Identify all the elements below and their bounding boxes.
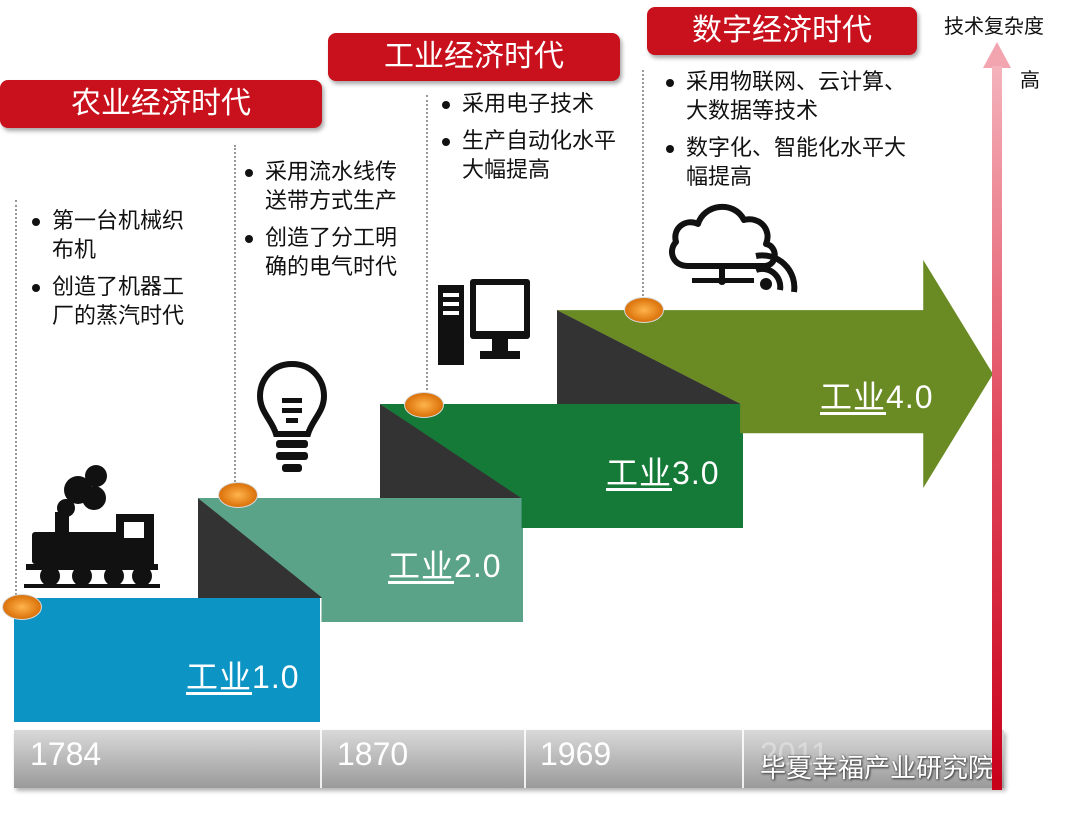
stage-3-bullet-2: 生产自动化水平大幅提高 bbox=[440, 127, 630, 185]
guide-line-3 bbox=[426, 95, 428, 390]
stage-4-label: 工业4.0 bbox=[820, 379, 934, 415]
stage-4-bullets: 采用物联网、云计算、大数据等技术 数字化、智能化水平大幅提高 bbox=[664, 68, 926, 200]
stage-2-bullet-1: 采用流水线传送带方式生产 bbox=[243, 158, 403, 216]
guide-line-2 bbox=[234, 145, 236, 485]
timeline-year-3: 1969 bbox=[540, 736, 612, 772]
stage-3-dot bbox=[404, 392, 444, 418]
stage-1-bullet-1: 第一台机械织布机 bbox=[30, 207, 200, 265]
stage-2-bullet-2: 创造了分工明确的电气时代 bbox=[243, 224, 403, 282]
watermark-text: 毕夏幸福产业研究院 bbox=[760, 754, 995, 784]
stage-1-bullets: 第一台机械织布机 创造了机器工厂的蒸汽时代 bbox=[30, 207, 200, 339]
stage-4-bullet-2: 数字化、智能化水平大幅提高 bbox=[664, 134, 926, 192]
era-banner-digital: 数字经济时代 bbox=[647, 7, 917, 55]
timeline-year-4: 2011 bbox=[760, 736, 829, 772]
axis-high-label: 高 bbox=[1020, 68, 1040, 92]
era-banner-industrial: 工业经济时代 bbox=[328, 33, 620, 81]
timeline-divider-1 bbox=[320, 730, 322, 788]
stage-2-label: 工业2.0 bbox=[388, 548, 502, 584]
stage-1-block bbox=[14, 598, 320, 722]
stage-2-bullets: 采用流水线传送带方式生产 创造了分工明确的电气时代 bbox=[243, 158, 403, 290]
guide-line-1 bbox=[15, 200, 17, 595]
desktop-computer-icon bbox=[438, 279, 530, 365]
stage-3-label: 工业3.0 bbox=[606, 455, 720, 491]
timeline-year-1: 1784 bbox=[30, 736, 102, 772]
stage-2-dot bbox=[218, 482, 258, 508]
stage-3-bullet-1: 采用电子技术 bbox=[440, 90, 630, 119]
stage-4-dot bbox=[624, 297, 664, 323]
guide-line-4 bbox=[642, 70, 644, 300]
complexity-axis-arrow bbox=[983, 42, 1011, 790]
cloud-wifi-icon bbox=[669, 203, 798, 293]
timeline-divider-3 bbox=[742, 730, 744, 788]
axis-title: 技术复杂度 bbox=[944, 14, 1044, 38]
era-banner-agricultural: 农业经济时代 bbox=[0, 80, 322, 128]
steam-train-icon bbox=[24, 465, 160, 588]
stage-3-bullets: 采用电子技术 生产自动化水平大幅提高 bbox=[440, 90, 630, 193]
timeline-bar bbox=[14, 730, 1004, 788]
stage-1-bullet-2: 创造了机器工厂的蒸汽时代 bbox=[30, 273, 200, 331]
stage-1-dot bbox=[2, 594, 42, 620]
stage-4-bullet-1: 采用物联网、云计算、大数据等技术 bbox=[664, 68, 926, 126]
light-bulb-icon bbox=[256, 360, 328, 472]
timeline-year-2: 1870 bbox=[337, 736, 409, 772]
stage-1-label: 工业1.0 bbox=[186, 659, 300, 695]
timeline-divider-2 bbox=[524, 730, 526, 788]
